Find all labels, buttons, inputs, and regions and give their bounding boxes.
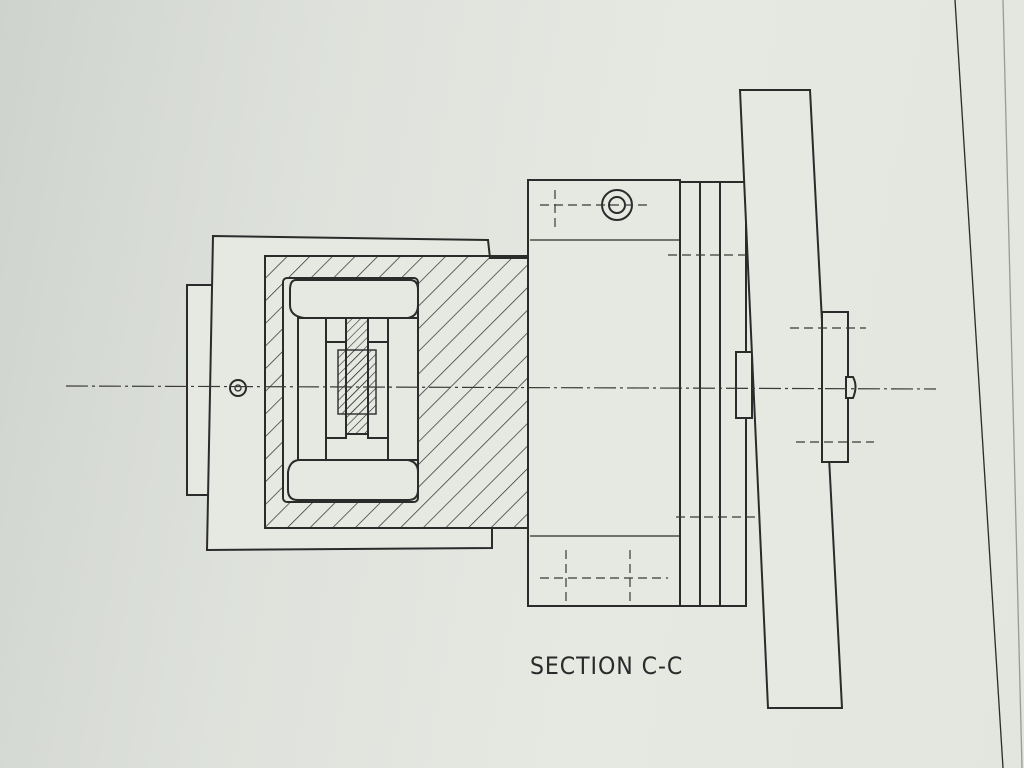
page-border-line <box>954 0 1004 768</box>
section-caption: SECTION C-C <box>530 652 684 680</box>
flange-plate-2 <box>699 181 721 607</box>
set-screw-symbol <box>229 379 247 397</box>
page-edge-line <box>1002 0 1023 768</box>
right-spacer-column <box>387 317 419 461</box>
lower-roller-block <box>287 459 419 501</box>
upper-roller-block <box>289 279 419 319</box>
shaft-stub <box>821 311 849 463</box>
middle-casing <box>527 179 681 607</box>
left-spacer-column <box>297 317 327 461</box>
main-centerline <box>65 385 937 390</box>
center-pin-detail <box>337 349 377 415</box>
housing-back-plate <box>186 284 214 496</box>
set-screw-inner <box>234 384 242 392</box>
flange-plate-1 <box>679 181 701 607</box>
pulley-disk <box>738 89 844 709</box>
hub-boss <box>735 351 753 419</box>
shaft-end-nub <box>845 376 857 399</box>
